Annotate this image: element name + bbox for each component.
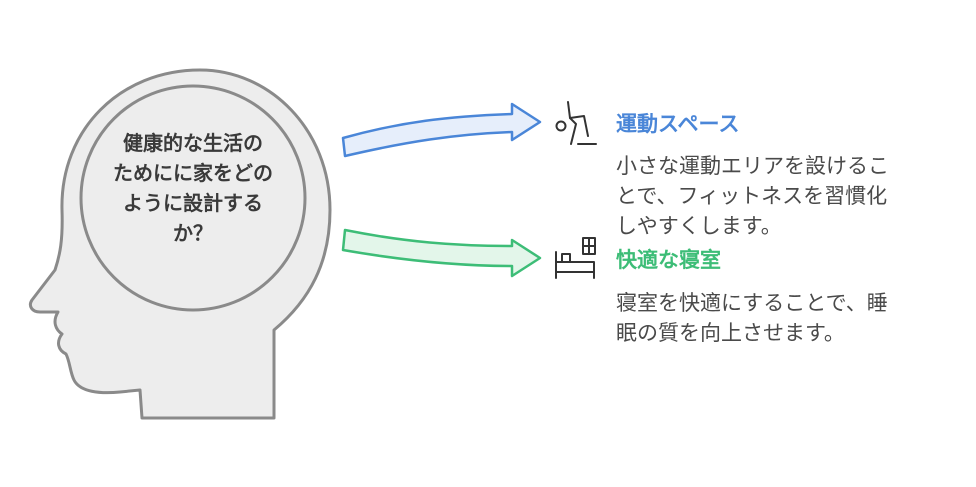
bedroom-title: 快適な寝室 bbox=[616, 248, 721, 272]
bedroom-description: 寝室を快適にすることで、睡 眠の質を向上させます。 bbox=[616, 288, 956, 348]
exercise-icon bbox=[555, 101, 597, 145]
exercise-description: 小さな運動エリアを設けるこ とで、フィットネスを習慣化 しやすくします。 bbox=[616, 151, 956, 241]
thought-circle bbox=[79, 84, 307, 312]
exercise-description-line: しやすくします。 bbox=[616, 214, 782, 238]
center-line: ように設計する bbox=[123, 191, 263, 215]
bedroom-description-line: 寝室を快適にすることで、睡 bbox=[616, 291, 888, 315]
center-line: か？ bbox=[173, 221, 213, 245]
bed-icon bbox=[555, 237, 596, 279]
arrow-to-exercise bbox=[341, 102, 542, 158]
exercise-title: 運動スペース bbox=[616, 112, 740, 136]
exercise-description-line: 小さな運動エリアを設けるこ bbox=[616, 154, 889, 178]
bedroom-description-line: 眠の質を向上させます。 bbox=[616, 321, 845, 345]
center-question: 健康的な生活の ためにに家をどの ように設計する か？ bbox=[95, 128, 291, 248]
center-line: ためにに家をどの bbox=[113, 161, 273, 185]
center-line: 健康的な生活の bbox=[123, 131, 263, 155]
arrow-to-bedroom bbox=[341, 228, 542, 278]
exercise-description-line: とで、フィットネスを習慣化 bbox=[616, 184, 888, 208]
